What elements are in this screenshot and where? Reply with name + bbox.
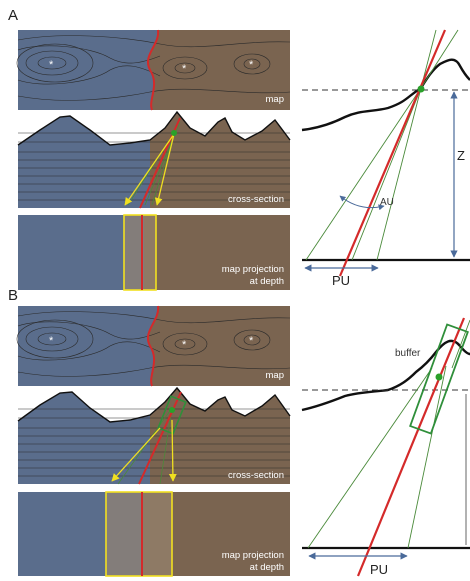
map-star: * — [182, 339, 187, 351]
map-star: * — [49, 59, 54, 71]
map-contact-line — [147, 305, 160, 387]
uncertainty-cone — [305, 29, 459, 261]
au-arc — [339, 195, 385, 211]
map-star: * — [182, 63, 187, 75]
surface-point — [417, 85, 425, 93]
map-label: map — [266, 94, 284, 105]
panel-a-projection: map projection at depth — [18, 214, 290, 291]
map-contours — [16, 311, 291, 377]
map-label: map — [266, 370, 284, 381]
map-star: * — [249, 59, 254, 71]
buffer-label: buffer — [395, 348, 421, 359]
panel-a: A * * * map — [8, 7, 470, 291]
panel-b-letter: B — [8, 287, 18, 304]
cross-section-topography — [17, 386, 291, 423]
cross-section-topography — [17, 110, 291, 146]
map-star: * — [249, 335, 254, 347]
panel-b-geometry: buffer PU — [301, 317, 470, 577]
cross-section-contact — [138, 391, 182, 485]
projection-label-line2: at depth — [250, 562, 284, 573]
projection-arrows — [111, 419, 177, 482]
uncertainty-band — [123, 214, 157, 291]
dip-line — [338, 29, 447, 277]
panel-a-geometry: Z AU PU — [301, 29, 470, 288]
panel-b-projection: map projection at depth — [18, 491, 290, 577]
cross-section-label: cross-section — [228, 470, 284, 481]
map-contours — [16, 35, 291, 101]
pu-label: PU — [332, 273, 350, 288]
panel-a-letter: A — [8, 7, 18, 24]
projection-arrows — [124, 133, 175, 206]
surface-point — [435, 373, 443, 381]
cross-section-cone — [117, 407, 173, 485]
z-label: Z — [457, 148, 465, 163]
dip-line — [356, 317, 466, 577]
cross-section-label: cross-section — [228, 194, 284, 205]
au-label: AU — [380, 197, 394, 208]
buffer-box — [409, 323, 469, 435]
pu-label: PU — [370, 562, 388, 577]
uncertainty-cone — [307, 319, 470, 549]
projection-label-line1: map projection — [222, 264, 284, 275]
panel-b: B * * * map — [8, 287, 470, 577]
panel-b-cross-section: cross-section — [17, 386, 291, 485]
contact-point — [171, 130, 177, 136]
panel-a-cross-section: cross-section — [17, 110, 291, 209]
projection-label-line1: map projection — [222, 550, 284, 561]
panel-b-map: * * * map — [16, 305, 291, 387]
projection-label-line2: at depth — [250, 276, 284, 287]
map-star: * — [49, 335, 54, 347]
contact-point — [169, 407, 175, 413]
map-contact-line — [147, 29, 160, 111]
topography-profile — [301, 58, 470, 132]
uncertainty-band — [105, 491, 173, 577]
buffer-box — [157, 395, 187, 435]
panel-a-map: * * * map — [16, 29, 291, 111]
topography-profile — [301, 339, 470, 412]
